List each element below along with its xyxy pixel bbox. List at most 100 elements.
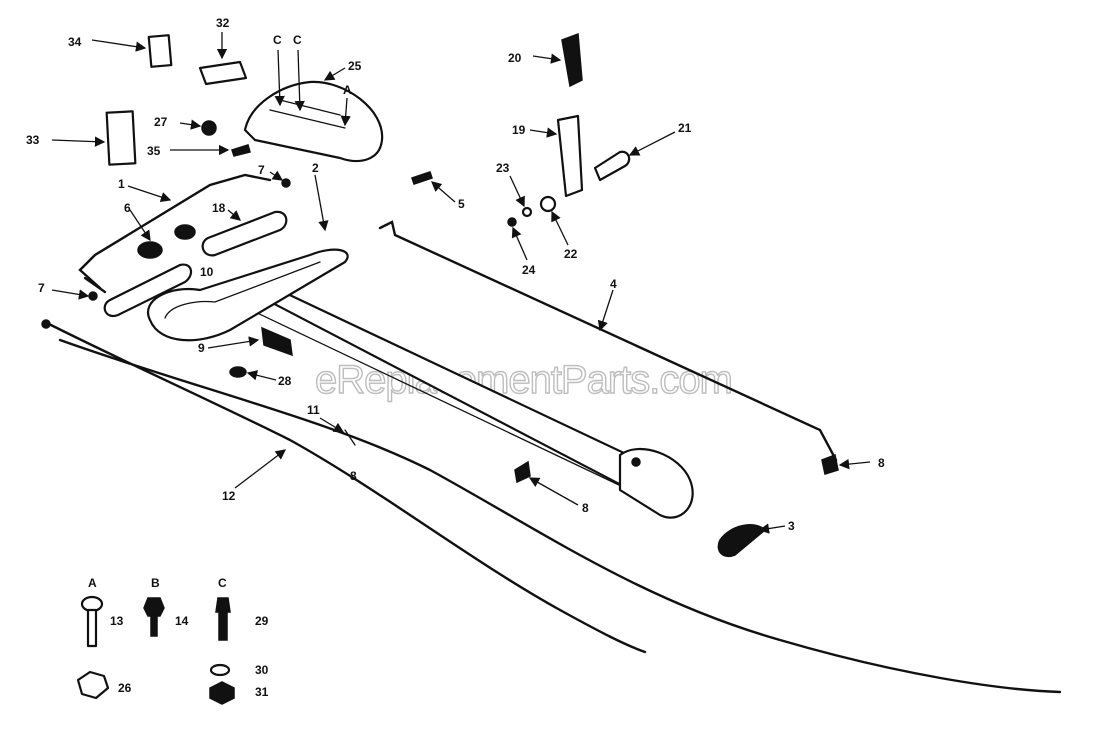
callout-35: 35 bbox=[147, 144, 161, 158]
arrow-8c bbox=[838, 458, 871, 470]
callout-7a: 7 bbox=[258, 163, 265, 177]
arrow-8b bbox=[528, 477, 579, 506]
callout-11: 11 bbox=[307, 403, 320, 417]
legend-26: 26 bbox=[118, 681, 132, 695]
callout-23: 23 bbox=[496, 161, 510, 175]
rod-4 bbox=[378, 220, 838, 462]
callout-33: 33 bbox=[26, 133, 40, 147]
console-25 bbox=[243, 80, 384, 163]
end-plate bbox=[618, 447, 694, 519]
legend-A: A bbox=[88, 576, 97, 590]
screw-5 bbox=[411, 171, 433, 185]
arrow-33 bbox=[51, 136, 106, 147]
callout-24: 24 bbox=[522, 263, 536, 277]
bolt-14-head bbox=[143, 597, 165, 617]
legend-14: 14 bbox=[175, 614, 189, 628]
part-8-mid bbox=[514, 460, 531, 484]
decal-32 bbox=[198, 60, 248, 86]
callout-28: 28 bbox=[278, 374, 292, 388]
arrow-C2 bbox=[294, 49, 305, 112]
lever-19 bbox=[556, 114, 584, 198]
bolt-14-shank bbox=[150, 613, 158, 637]
bolt-29-shank bbox=[218, 609, 228, 641]
callout-7b: 7 bbox=[38, 281, 45, 295]
u-bracket bbox=[147, 248, 349, 342]
handle-bar-1 bbox=[78, 173, 272, 290]
part-8-right bbox=[821, 453, 839, 475]
cable-12 bbox=[43, 320, 647, 654]
arrow-1 bbox=[127, 185, 172, 203]
callout-5: 5 bbox=[458, 197, 465, 211]
decal-33 bbox=[105, 110, 137, 166]
part-3 bbox=[717, 524, 767, 557]
legend-31: 31 bbox=[255, 685, 269, 699]
legend-29: 29 bbox=[255, 614, 269, 628]
grip-18-upper bbox=[201, 210, 288, 257]
callout-12: 12 bbox=[222, 489, 236, 503]
callout-1: 1 bbox=[118, 177, 125, 191]
arrow-3 bbox=[758, 523, 786, 534]
washer-30 bbox=[209, 663, 231, 677]
callout-2: 2 bbox=[312, 161, 319, 175]
nut-7-left bbox=[88, 291, 98, 301]
legend-13: 13 bbox=[110, 614, 124, 628]
nut-7-top bbox=[281, 178, 291, 188]
cable-long bbox=[58, 338, 1062, 694]
bolt-13-shank bbox=[86, 608, 98, 648]
nut-31 bbox=[209, 681, 235, 705]
callout-22: 22 bbox=[564, 247, 578, 261]
arrow-18 bbox=[227, 209, 241, 221]
arrow-27 bbox=[179, 119, 202, 130]
u-bracket-inner bbox=[164, 261, 321, 319]
watermark: eReplacementParts.com bbox=[315, 358, 732, 402]
knob-6b bbox=[174, 224, 196, 240]
callout-10: 10 bbox=[200, 265, 214, 279]
knob-6a bbox=[137, 241, 163, 259]
callout-18: 18 bbox=[212, 201, 226, 215]
grip-18-lower bbox=[103, 263, 193, 318]
arrow-7b bbox=[51, 289, 90, 300]
arrow-11 bbox=[319, 417, 345, 433]
callout-C1: C bbox=[273, 33, 282, 47]
arrow-34 bbox=[91, 39, 147, 52]
arrow-9 bbox=[207, 336, 260, 349]
callout-34: 34 bbox=[68, 35, 82, 49]
callout-6: 6 bbox=[124, 201, 131, 215]
nut-26 bbox=[76, 670, 110, 700]
callout-8b: 8 bbox=[582, 501, 589, 515]
part-23 bbox=[521, 206, 533, 218]
callout-32: 32 bbox=[216, 16, 230, 30]
callout-21: 21 bbox=[678, 121, 692, 135]
arrow-19 bbox=[529, 127, 558, 138]
pin-11 bbox=[344, 429, 356, 446]
bracket-9 bbox=[261, 326, 293, 357]
arrow-25 bbox=[323, 67, 346, 81]
arrow-4 bbox=[597, 289, 614, 332]
callout-20: 20 bbox=[508, 51, 522, 65]
callout-3: 3 bbox=[788, 519, 795, 533]
part-22 bbox=[539, 195, 557, 213]
knob-20 bbox=[561, 32, 583, 88]
arrow-21 bbox=[628, 131, 676, 156]
callout-8c: 8 bbox=[878, 456, 885, 470]
legend-C: C bbox=[218, 576, 227, 590]
console-lines bbox=[269, 99, 346, 129]
callout-27: 27 bbox=[154, 115, 168, 129]
arrow-7a bbox=[269, 170, 284, 181]
callout-19: 19 bbox=[512, 123, 526, 137]
plate-hole bbox=[631, 457, 641, 467]
part-24 bbox=[507, 217, 517, 227]
callout-A: A bbox=[343, 83, 352, 97]
handle-edge bbox=[229, 299, 641, 496]
callout-8a: 8 bbox=[350, 469, 357, 483]
arrow-12 bbox=[234, 449, 287, 489]
arrow-24 bbox=[511, 226, 528, 261]
legend-B: B bbox=[151, 576, 160, 590]
bolt-29-head bbox=[215, 597, 231, 613]
part-35 bbox=[231, 144, 251, 157]
arrow-22 bbox=[551, 210, 569, 246]
part-28 bbox=[229, 366, 247, 378]
part-27 bbox=[201, 120, 217, 136]
arrow-28 bbox=[246, 370, 277, 381]
